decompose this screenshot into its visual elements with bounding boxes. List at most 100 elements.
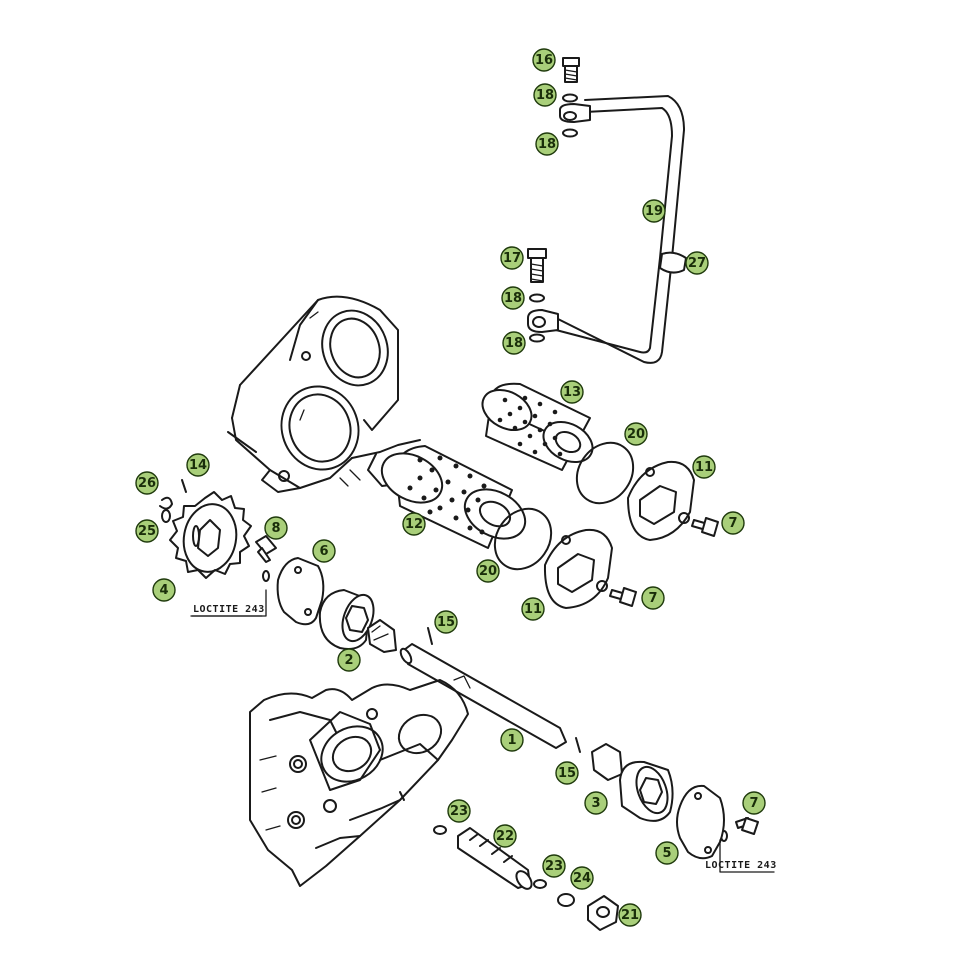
callout-circle xyxy=(618,903,642,927)
callout-14: 14 xyxy=(186,453,210,477)
callout-circle xyxy=(264,516,288,540)
callout-circle xyxy=(434,610,458,634)
callout-16: 16 xyxy=(532,48,556,72)
callout-2: 2 xyxy=(337,648,361,672)
o-ring-23-upper xyxy=(433,825,447,835)
callout-19: 19 xyxy=(642,199,666,223)
callout-circle xyxy=(560,380,584,404)
callout-3: 3 xyxy=(584,791,608,815)
callout-7: 7 xyxy=(641,586,665,610)
pin-15-upper xyxy=(427,627,433,645)
callout-number: 21 xyxy=(621,908,639,923)
callout-circle xyxy=(742,791,766,815)
callout-number: 18 xyxy=(505,336,523,351)
o-ring-24 xyxy=(557,893,575,907)
callout-number: 27 xyxy=(688,256,706,271)
callout-8: 8 xyxy=(264,516,288,540)
callout-circle xyxy=(135,519,159,543)
callout-circle xyxy=(152,578,176,602)
callout-circle xyxy=(555,761,579,785)
callout-18: 18 xyxy=(533,83,557,107)
callout-circle xyxy=(186,453,210,477)
pin-15-lower xyxy=(575,737,581,753)
callout-number: 11 xyxy=(695,460,713,475)
callout-circle xyxy=(402,512,426,536)
callout-15: 15 xyxy=(434,610,458,634)
pump-rotor-housing-3 xyxy=(591,743,674,822)
callout-7: 7 xyxy=(721,511,745,535)
callout-4: 4 xyxy=(152,578,176,602)
callout-circle xyxy=(476,559,500,583)
callout-number: 8 xyxy=(271,521,280,536)
callout-number: 11 xyxy=(524,602,542,617)
callout-20: 20 xyxy=(476,559,500,583)
banjo-fitting-lower xyxy=(527,248,559,343)
o-ring-lower xyxy=(493,507,553,571)
callout-circle xyxy=(502,331,526,355)
engine-case-lower xyxy=(249,679,469,887)
oil-pump-gear xyxy=(169,491,252,579)
callout-circle xyxy=(535,132,559,156)
callout-23: 23 xyxy=(542,854,566,878)
callout-number: 24 xyxy=(573,871,591,886)
callout-21: 21 xyxy=(618,903,642,927)
callout-26: 26 xyxy=(135,471,159,495)
loctite-note-right: LOCTITE 243 xyxy=(705,860,777,871)
callout-circle xyxy=(542,854,566,878)
callout-circle xyxy=(655,841,679,865)
callout-circle xyxy=(521,597,545,621)
callout-27: 27 xyxy=(685,251,709,275)
circlip-26 xyxy=(159,496,173,510)
oil-filter-13 xyxy=(481,382,594,471)
callout-number: 26 xyxy=(138,476,156,491)
callout-number: 3 xyxy=(591,796,600,811)
pin-14 xyxy=(181,479,187,493)
callout-number: 1 xyxy=(507,733,516,748)
callout-25: 25 xyxy=(135,519,159,543)
callout-number: 4 xyxy=(159,583,168,598)
callout-number: 19 xyxy=(645,204,663,219)
callout-number: 13 xyxy=(563,385,581,400)
callout-22: 22 xyxy=(493,824,517,848)
callout-number: 25 xyxy=(138,524,156,539)
callout-circle xyxy=(624,422,648,446)
bolt-7-upper xyxy=(691,517,719,537)
callout-circle xyxy=(135,471,159,495)
oil-filter-12 xyxy=(380,445,527,549)
callout-number: 15 xyxy=(558,766,576,781)
callout-circle xyxy=(584,791,608,815)
callout-20: 20 xyxy=(624,422,648,446)
callout-number: 14 xyxy=(189,458,207,473)
callout-number: 18 xyxy=(504,291,522,306)
callout-12: 12 xyxy=(402,512,426,536)
callout-number: 7 xyxy=(648,591,657,606)
callout-number: 15 xyxy=(437,615,455,630)
o-ring-23-lower xyxy=(533,879,547,889)
callout-circle xyxy=(533,83,557,107)
callout-number: 5 xyxy=(662,846,671,861)
callout-circle xyxy=(570,866,594,890)
callout-number: 20 xyxy=(627,427,645,442)
callout-6: 6 xyxy=(312,539,336,563)
callout-number: 12 xyxy=(405,517,423,532)
callout-11: 11 xyxy=(692,455,716,479)
callout-circle xyxy=(642,199,666,223)
callout-circle xyxy=(641,586,665,610)
bolt-7-middle xyxy=(609,587,637,607)
washer-25 xyxy=(161,509,171,523)
callout-7: 7 xyxy=(742,791,766,815)
callout-13: 13 xyxy=(560,380,584,404)
callout-number: 7 xyxy=(728,516,737,531)
callout-number: 17 xyxy=(503,251,521,266)
callout-circle xyxy=(493,824,517,848)
callout-24: 24 xyxy=(570,866,594,890)
callout-circle xyxy=(447,799,471,823)
callout-number: 7 xyxy=(749,796,758,811)
callout-number: 18 xyxy=(536,88,554,103)
callout-number: 16 xyxy=(535,53,553,68)
plug-screw-21 xyxy=(587,895,619,931)
callout-circle xyxy=(312,539,336,563)
callout-18: 18 xyxy=(501,286,525,310)
callout-1: 1 xyxy=(500,728,524,752)
